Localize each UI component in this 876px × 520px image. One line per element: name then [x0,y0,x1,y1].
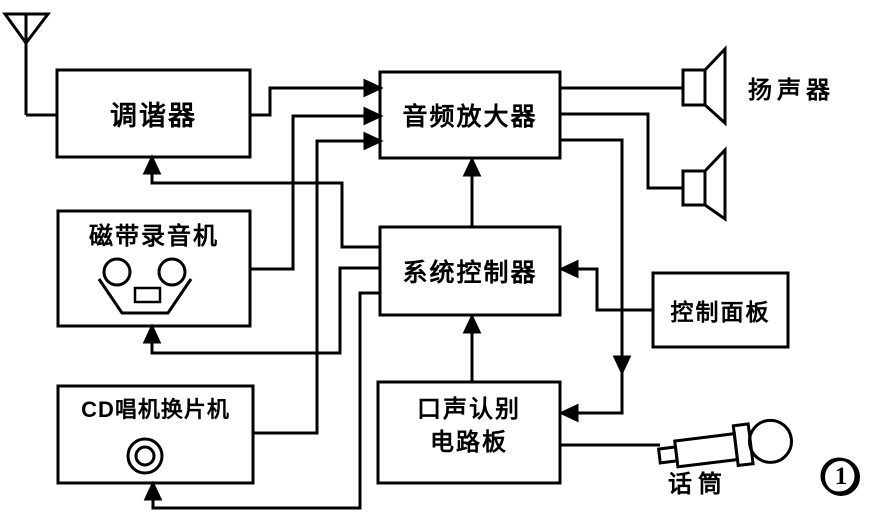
tuner-label: 调谐器 [110,101,197,131]
line-tuner-to-amplifier [250,78,384,117]
line-controller-to-tuner [142,154,380,249]
microphone-icon [656,418,793,469]
cd-changer-label: CD唱机换片机 [81,397,230,422]
cd-disc-icon [126,437,164,475]
figure-number: 1 [822,458,860,496]
system-controller-label: 系统控制器 [402,259,538,287]
voice-board-label-line1: 口声认别 [417,396,521,423]
speaker-icon [681,45,727,127]
tape-recorder-label: 磁带录音机 [89,222,219,250]
system-controller-box [378,225,562,317]
microphone-label: 话筒 [668,470,728,498]
line-controller-to-cd [143,291,380,510]
audio-amplifier-label: 音频放大器 [402,103,538,131]
speaker-icon [681,146,727,222]
line-voice-board-to-controller [462,313,482,382]
antenna-icon [2,12,57,117]
speakers-label: 扬声器 [748,76,835,104]
line-controller-to-amplifier [462,156,482,227]
line-amplifier-to-speaker-bottom [560,112,683,190]
voice-board-box [376,380,562,485]
line-amplifier-to-voice-board [558,138,632,423]
voice-board-label: 口声认别 电路板 [378,392,560,460]
control-panel-label: 控制面板 [670,299,771,325]
cassette-reels-icon [97,257,193,315]
line-cd-to-amplifier [253,131,384,435]
voice-board-label-line2: 电路板 [430,429,508,456]
line-control-panel-to-controller [558,259,653,312]
line-controller-to-tape [142,266,380,355]
line-tape-to-amplifier [250,106,384,271]
